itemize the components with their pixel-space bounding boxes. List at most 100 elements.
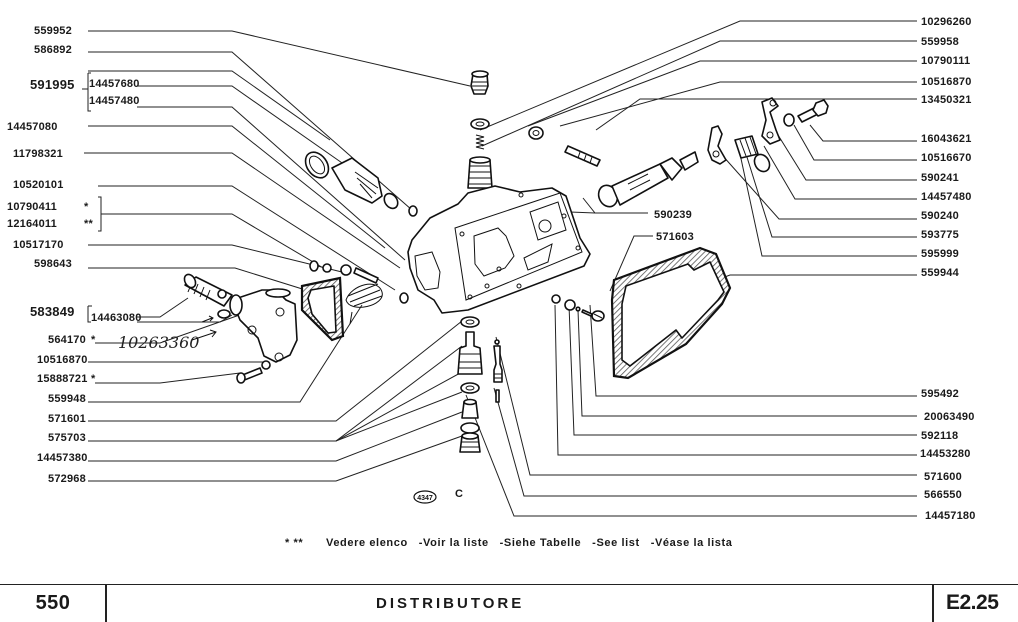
asterisk-mark: * (91, 373, 96, 385)
lever-arm-part (761, 97, 781, 145)
washer-part (753, 153, 771, 173)
part-label: 593775 (921, 229, 959, 241)
pin-part (581, 309, 593, 317)
part-label: 14457080 (7, 121, 58, 133)
drawing-stamp: 4347 (413, 490, 437, 504)
part-label: 595492 (921, 388, 959, 400)
spring-part (734, 135, 759, 159)
part-label: 586892 (34, 44, 72, 56)
part-label: 559952 (34, 25, 72, 37)
nut-part (309, 260, 319, 272)
bolt-part (797, 99, 829, 123)
part-label: 559948 (48, 393, 86, 405)
part-label: 11798321 (13, 148, 63, 160)
gasket-part (610, 246, 732, 380)
shaft-part (597, 151, 699, 208)
stud-part (564, 145, 601, 167)
part-label: 572968 (48, 473, 86, 485)
part-label: 15888721 (37, 373, 88, 385)
part-label: 16043621 (921, 133, 972, 145)
part-label: 14457680 (89, 78, 140, 90)
divider (105, 585, 107, 622)
part-label: 598643 (34, 258, 72, 270)
small-gasket-part (300, 276, 345, 342)
part-label: 583849 (30, 304, 75, 319)
handwritten-note: 10263360 (118, 333, 199, 352)
washer-part (261, 360, 271, 370)
part-label: 14463080 (91, 312, 142, 324)
part-label: 10790411 (7, 201, 57, 213)
part-label: 571601 (48, 413, 86, 425)
bolt-part (236, 367, 263, 384)
nut-part (551, 294, 561, 304)
right-labels: 10296260 559958 10790111 10516870 134503… (920, 16, 976, 522)
piston-stack (457, 316, 483, 453)
stamp-letter: C (455, 488, 463, 500)
part-label: 10516870 (921, 76, 972, 88)
arrow-icon (191, 329, 217, 341)
nut-part (322, 263, 332, 273)
injector-part (304, 151, 418, 217)
o-ring-part (217, 309, 231, 319)
divider (932, 585, 934, 622)
bracket-591995 (82, 72, 91, 112)
part-label: 10516670 (921, 152, 972, 164)
bracket-asterisk (98, 196, 102, 232)
part-label-body: 590239 (654, 209, 692, 221)
pipe-fitting-part (183, 273, 233, 307)
part-label: 10296260 (921, 16, 972, 28)
washer-part (783, 113, 795, 127)
screw-part (591, 310, 605, 322)
asterisk-mark: ** (84, 218, 93, 230)
section-code: E2.25 (946, 591, 999, 614)
nut-part (528, 126, 544, 140)
part-label: 10790111 (921, 55, 970, 67)
asterisk-mark: * (91, 334, 96, 346)
pump-body-part (229, 288, 298, 363)
valve-part (467, 156, 493, 189)
arrow-icon (201, 315, 214, 323)
part-label: 14457180 (925, 510, 976, 522)
part-label: 14457480 (921, 191, 972, 203)
footnote-text: Vedere elenco -Voir la liste -Siehe Tabe… (326, 537, 733, 549)
part-label: 595999 (921, 248, 959, 260)
part-label: 591995 (30, 77, 75, 92)
leader-lines (84, 20, 917, 517)
valve-needle-part (493, 339, 503, 403)
part-label: 564170 (48, 334, 86, 346)
tension-spring-part (345, 283, 383, 325)
distributor-body (407, 185, 591, 314)
part-label: 14453280 (920, 448, 971, 460)
part-label: 12164011 (7, 218, 57, 230)
page-number: 550 (35, 592, 71, 614)
part-label: 10520101 (13, 179, 64, 191)
small-spring-part (475, 134, 485, 150)
part-label: 571600 (924, 471, 962, 483)
asterisk-mark: * (84, 201, 89, 213)
part-label: 590241 (921, 172, 959, 184)
part-label: 13450321 (921, 94, 972, 106)
part-label: 575703 (48, 432, 86, 444)
washer-part (399, 292, 409, 304)
plug-part (470, 70, 489, 95)
part-label: 592118 (921, 430, 958, 442)
ball-part (575, 306, 581, 312)
washer-part (470, 118, 490, 130)
part-label: 10516870 (37, 354, 88, 366)
nut-part (340, 264, 352, 276)
part-label: 14457380 (37, 452, 88, 464)
part-label: 566550 (924, 489, 962, 501)
footnote-marks: * ** (285, 537, 303, 549)
bracket-583849 (87, 305, 92, 323)
stud-part (353, 267, 379, 284)
part-label-screw: 571603 (656, 231, 694, 243)
part-label: 590240 (921, 210, 959, 222)
lever-part (707, 125, 727, 165)
stamp-number: 4347 (417, 495, 433, 502)
title-block: 550 DISTRIBUTORE E2.25 (0, 584, 1018, 622)
part-label: 14457480 (89, 95, 140, 107)
left-labels: 559952 586892 591995 14457680 14457480 1… (7, 25, 142, 485)
page-title: DISTRIBUTORE (376, 595, 525, 612)
part-label: 10517170 (13, 239, 64, 251)
